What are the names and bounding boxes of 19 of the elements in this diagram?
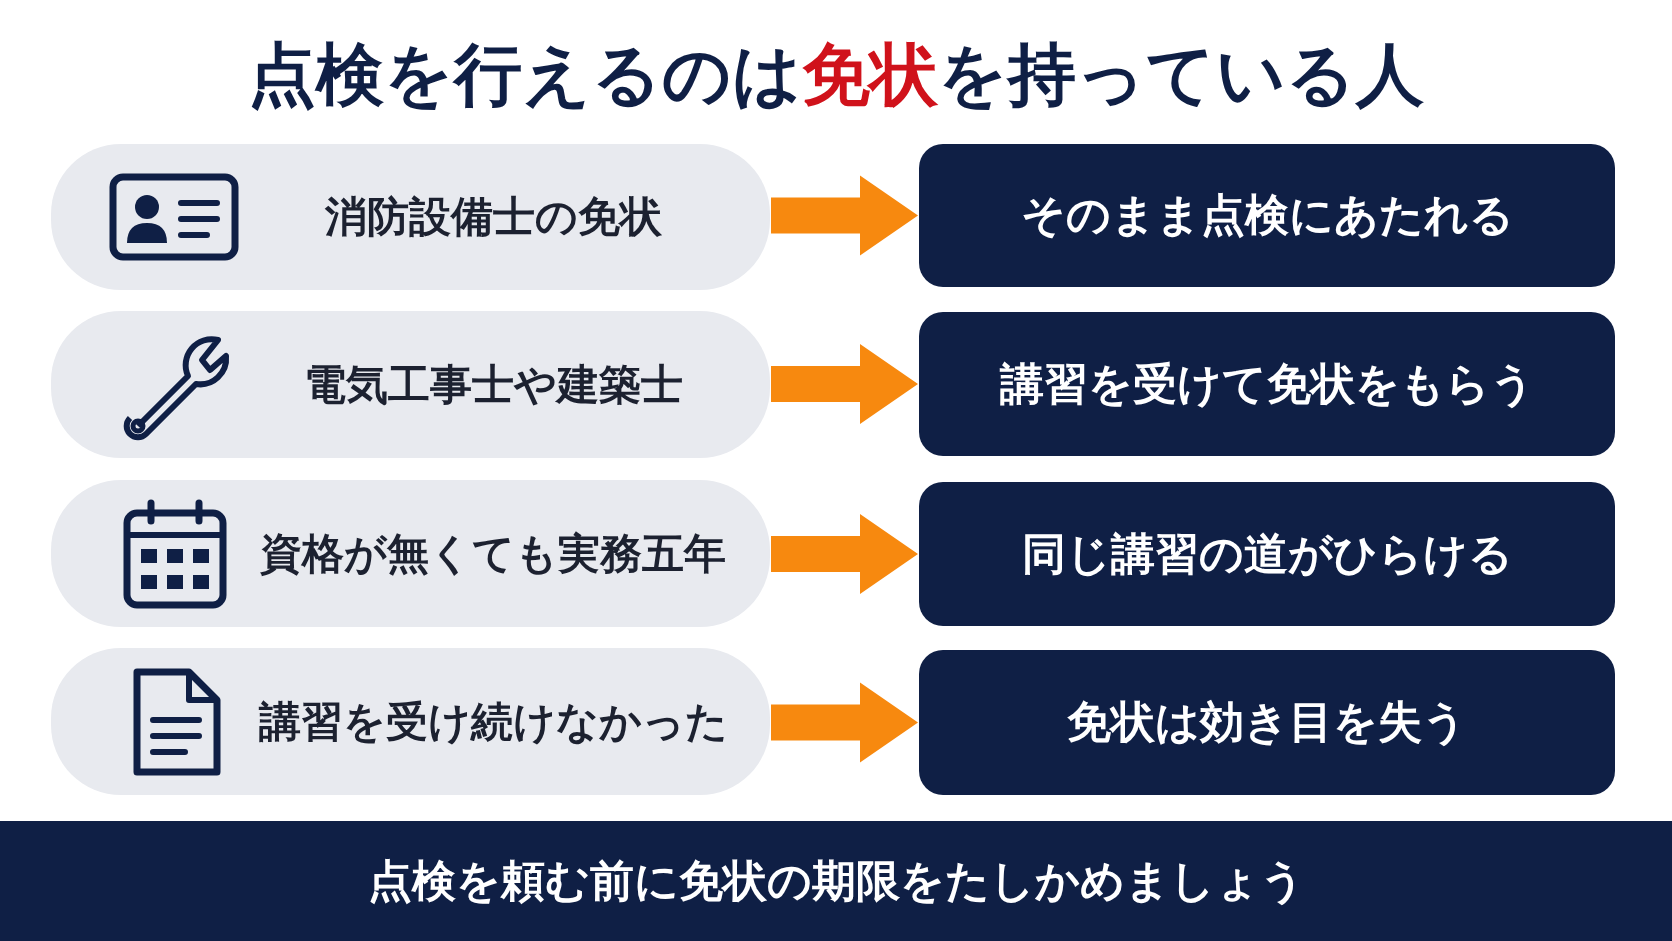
footer-note: 点検を頼む前に免状の期限をたしかめましょう <box>367 853 1305 908</box>
footer-band <box>0 821 1672 941</box>
box-label: 免状は効き目を失う <box>1067 695 1467 749</box>
box-label: そのまま点検にあたれる <box>1020 188 1514 242</box>
result-box <box>919 650 1615 795</box>
box-label: 講習を受け続けなかった <box>257 695 729 748</box>
box-label: 講習を受けて免状をもらう <box>999 356 1535 411</box>
box-label: 同じ講習の道がひらける <box>1021 526 1513 581</box>
result-box <box>919 144 1615 287</box>
box-label: 資格が無くても実務五年 <box>259 527 727 580</box>
arrow <box>771 682 918 763</box>
arrow <box>771 175 918 256</box>
result-box <box>919 482 1615 626</box>
box-label: 電気工事士や建築士 <box>302 358 684 411</box>
arrow <box>771 344 918 424</box>
result-box <box>919 312 1615 456</box>
arrow <box>771 514 918 594</box>
title: 点検を行えるのは免状を持っている人 <box>247 34 1425 116</box>
box-label: 消防設備士の免状 <box>323 191 663 243</box>
